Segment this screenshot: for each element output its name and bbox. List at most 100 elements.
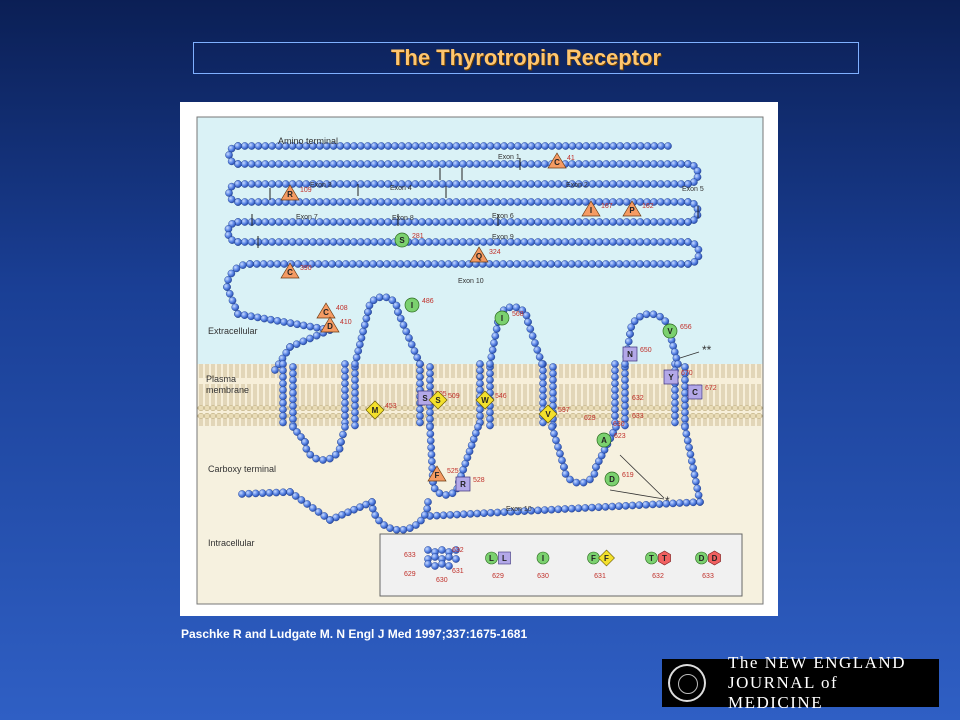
amino-acid-bead [493,142,502,150]
amino-acid-bead [539,386,547,394]
amino-acid-bead [539,392,547,401]
amino-acid-bead [556,449,564,458]
amino-acid-bead [588,503,596,512]
amino-acid-bead [416,412,424,420]
amino-acid-bead [595,180,604,188]
amino-acid-bead [522,311,531,320]
amino-acid-bead [663,260,672,268]
amino-acid-bead [649,260,658,268]
amino-acid-bead [472,238,481,246]
inset-position: 629 [492,573,504,580]
amino-acid-bead [225,189,233,197]
amino-acid-bead [291,492,300,500]
amino-acid-bead [486,198,495,206]
amino-acid-bead [539,373,547,381]
amino-acid-bead [681,389,689,397]
amino-acid-bead [227,157,236,166]
inset-residue: L [502,554,507,563]
amino-acid-bead [540,506,549,514]
amino-acid-bead [424,560,432,568]
inset-position: 630 [537,573,549,580]
amino-acid-bead [302,160,310,168]
amino-acid-bead [322,198,331,206]
amino-acid-bead [350,218,358,226]
amino-acid-bead [286,319,295,327]
amino-acid-bead [398,142,406,150]
amino-acid-bead [404,198,413,206]
amino-acid-bead [275,160,283,168]
amino-acid-bead [479,160,488,168]
amino-acid-bead [554,180,563,188]
amino-acid-bead [466,198,474,206]
amino-acid-bead [309,238,317,246]
inset-number: 632 [452,547,464,554]
amino-acid-bead [448,489,457,498]
amino-acid-bead [474,423,482,431]
amino-acid-bead [527,198,535,206]
amino-acid-bead [621,360,629,368]
amino-acid-bead [432,511,441,520]
amino-acid-bead [268,180,276,188]
amino-acid-bead [253,313,262,322]
amino-acid-bead [671,399,679,407]
amino-acid-bead [595,160,604,168]
amino-acid-bead [669,499,677,508]
amino-acid-bead [247,238,256,246]
amino-acid-bead [694,252,703,261]
amino-acid-bead [392,525,401,534]
amino-acid-bead [616,180,624,188]
amino-acid-bead [527,180,535,188]
amino-acid-bead [309,504,317,512]
amino-acid-bead [451,260,460,268]
amino-acid-bead [554,443,562,451]
amino-acid-bead [341,373,349,381]
amino-acid-bead [272,488,281,497]
amino-acid-bead [363,238,372,246]
amino-acid-bead [696,498,704,506]
amino-acid-bead [350,180,358,188]
amino-acid-bead [299,337,308,346]
extracellular-label: Extracellular [208,326,258,336]
amino-acid-bead [341,412,349,420]
amino-acid-bead [588,160,597,168]
amino-acid-bead [527,238,535,246]
mutation-residue: D [327,322,333,331]
mutation-position: 670 [681,370,693,377]
amino-acid-bead [376,260,384,268]
amino-acid-bead [506,198,515,206]
amino-acid-bead [370,198,379,206]
amino-acid-bead [643,218,651,226]
amino-acid-bead [459,238,467,246]
amino-acid-bead [275,180,283,188]
amino-acid-bead [328,260,336,268]
amino-acid-bead [377,238,385,246]
amino-acid-bead [383,260,391,268]
amino-acid-bead [681,376,689,384]
amino-acid-bead [445,198,454,206]
amino-acid-bead [663,160,672,168]
amino-acid-bead [279,366,287,375]
amino-acid-bead [394,308,402,316]
logo-line1: The NEW ENGLAND [727,653,906,672]
amino-acid-bead [239,261,247,269]
amino-acid-bead [444,260,453,268]
amino-acid-bead [413,353,422,362]
amino-acid-bead [286,343,294,351]
amino-acid-bead [636,218,645,226]
amino-acid-bead [595,260,603,268]
amino-acid-bead [431,218,440,226]
amino-acid-bead [417,260,425,268]
amino-acid-bead [548,142,556,150]
amino-acid-bead [611,366,619,375]
mutation-residue: V [667,327,673,336]
double-star-marker: ** [702,343,712,357]
amino-acid-bead [354,347,363,355]
amino-acid-bead [514,142,522,150]
amino-acid-bead [575,218,583,226]
amino-acid-bead [426,363,434,371]
amino-acid-bead [588,180,597,188]
